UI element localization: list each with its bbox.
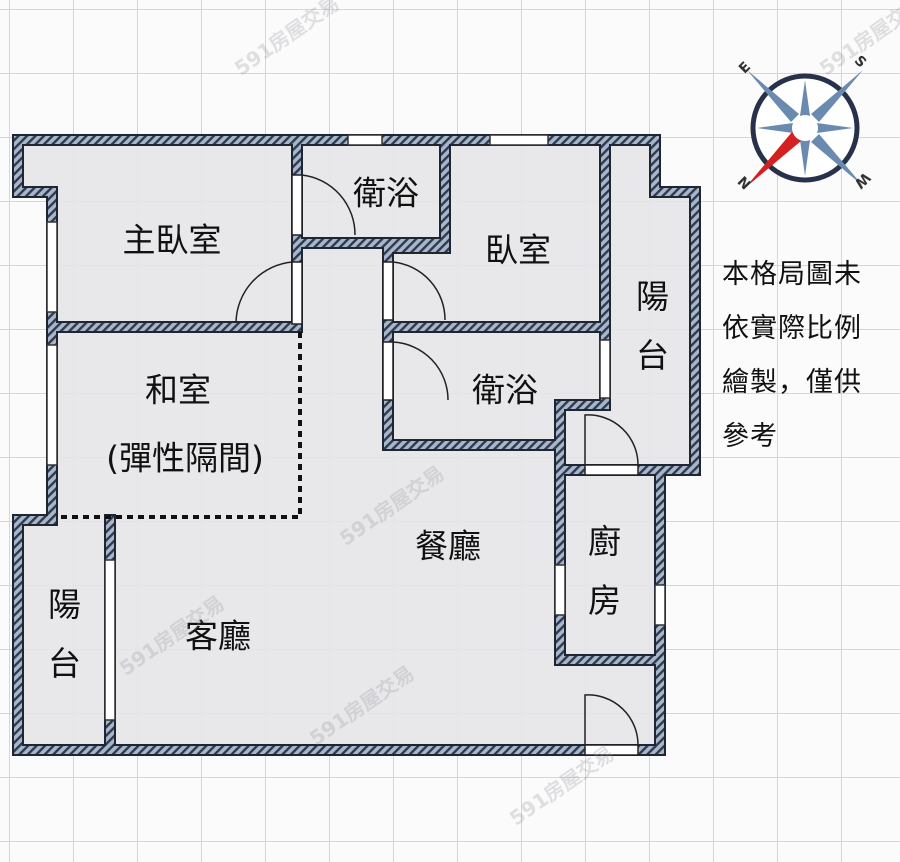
note-line: 依實際比例 <box>722 313 862 344</box>
room-balcony-left: 陽台 <box>42 587 82 705</box>
room-bath-1: 衛浴 <box>353 173 419 213</box>
note-line: 本格局圖未 <box>722 259 862 290</box>
room-living: 客廳 <box>185 616 251 656</box>
floor-area <box>18 140 695 750</box>
room-bedroom: 臥室 <box>485 230 551 270</box>
room-bath-2: 衛浴 <box>472 370 538 410</box>
scale-disclaimer: 本格局圖未 依實際比例 繪製，僅供 參考 <box>722 248 862 464</box>
flexible-partition-dotted <box>60 332 302 519</box>
note-line: 參考 <box>722 421 778 452</box>
room-dining: 餐廳 <box>415 526 481 566</box>
room-japanese: 和室 <box>145 370 211 410</box>
compass-icon <box>745 70 863 188</box>
room-master-bedroom: 主臥室 <box>122 220 222 260</box>
note-line: 繪製，僅供 <box>722 367 862 398</box>
doors <box>235 174 639 756</box>
room-kitchen: 廚房 <box>582 524 622 642</box>
room-japanese-note: (彈性隔間) <box>106 438 264 478</box>
room-balcony-right: 陽台 <box>630 279 670 397</box>
windows <box>46 134 666 721</box>
